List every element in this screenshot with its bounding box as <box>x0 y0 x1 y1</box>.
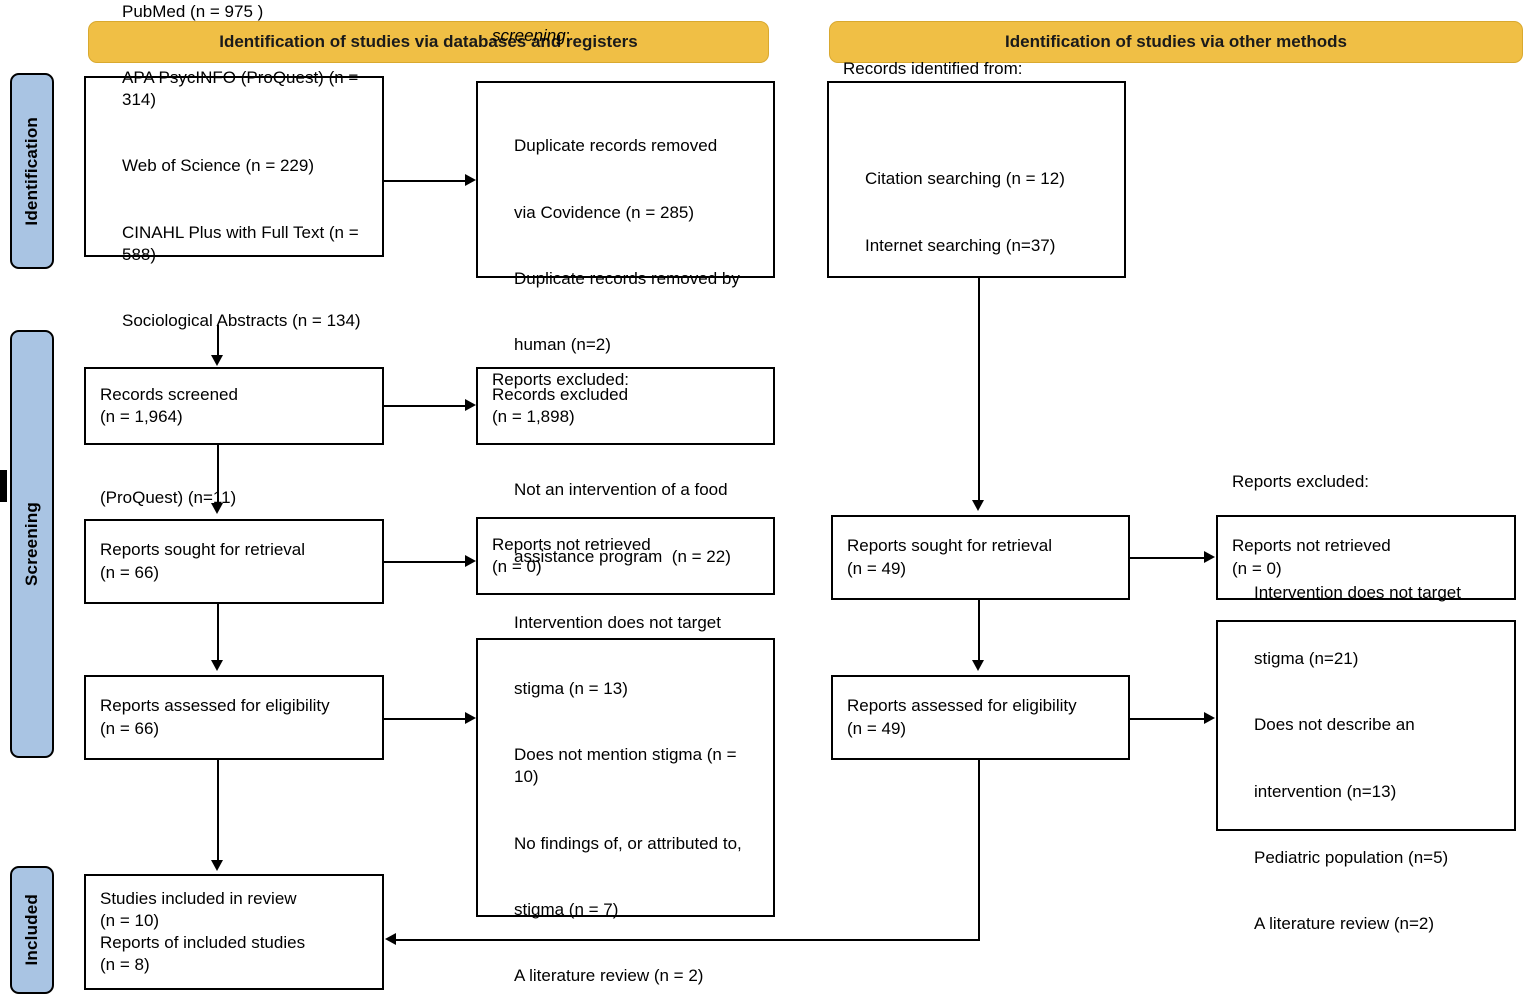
records-identified-source: Web of Science (n = 229) <box>122 156 314 176</box>
reports-excluded-right-item: stigma (n=21) <box>1254 649 1359 669</box>
connector-sought-to-assessed <box>217 604 219 660</box>
box-records-screened-text: Records screened (n = 1,964) <box>100 384 238 426</box>
arrowhead-assessed-to-excluded-left <box>465 712 476 724</box>
box-reports-excluded-right: Reports excluded: Intervention does not … <box>1216 472 1516 933</box>
edge-marker-tick <box>0 470 7 502</box>
reports-excluded-left-item: assistance program (n = 22) <box>514 546 731 566</box>
reports-excluded-right-item: Pediatric population (n=5) <box>1254 848 1449 868</box>
box-records-identified-databases: Records identified from: Databases (n = … <box>84 2 384 507</box>
records-removed-item: Duplicate records removed by <box>514 268 740 288</box>
records-identified-other-line1: Records identified from: <box>843 58 1023 78</box>
reports-excluded-right-item: Intervention does not target <box>1254 582 1461 602</box>
connector-right-assessed-elbow-horizontal <box>396 939 980 941</box>
box-records-screened: Records screened (n = 1,964) <box>84 367 384 445</box>
box-reports-assessed-left: Reports assessed for eligibility (n = 66… <box>84 675 384 760</box>
reports-excluded-left-item: No findings of, or attributed to, <box>514 833 742 853</box>
box-reports-not-retrieved-left-text: Reports not retrieved (n = 0) <box>492 534 651 576</box>
box-records-removed-before-screening: Records removed before screening: Duplic… <box>476 26 775 354</box>
box-reports-not-retrieved-left: Reports not retrieved (n = 0) <box>476 517 775 595</box>
connector-identified-to-removed <box>384 180 465 182</box>
reports-excluded-left-item: Not an intervention of a food <box>514 480 728 500</box>
arrowhead-screened-to-sought <box>211 503 223 514</box>
records-identified-source: (ProQuest) (n=11) <box>100 487 237 507</box>
connector-screened-to-sought <box>217 445 219 503</box>
banner-databases-registers-label: Identification of studies via databases … <box>219 32 638 51</box>
box-reports-sought-left-text: Reports sought for retrieval (n = 66) <box>100 540 306 582</box>
box-reports-sought-right-text: Reports sought for retrieval (n = 49) <box>847 536 1053 578</box>
records-removed-item: Duplicate records removed <box>514 136 718 156</box>
box-records-excluded: Records excluded (n = 1,898) <box>476 367 775 445</box>
connector-sought-to-not-retrieved <box>384 561 465 563</box>
reports-excluded-right-item: Does not describe an <box>1254 715 1415 735</box>
box-reports-excluded-left: Reports excluded: Not an intervention of… <box>476 370 775 985</box>
arrowhead-sought-to-not-retrieved-right <box>1204 551 1215 563</box>
reports-excluded-left-heading: Reports excluded: <box>492 369 630 389</box>
arrowhead-assessed-to-included <box>211 860 223 871</box>
connector-identified-to-screened <box>217 325 219 355</box>
box-records-excluded-text: Records excluded (n = 1,898) <box>492 384 629 426</box>
connector-screened-to-excluded <box>384 405 465 407</box>
reports-excluded-right-heading: Reports excluded: <box>1232 472 1370 492</box>
banner-other-methods: Identification of studies via other meth… <box>829 21 1523 63</box>
phase-bar-included: Included <box>10 866 54 994</box>
box-reports-excluded-left-text: Reports excluded: Not an intervention of… <box>492 325 763 1006</box>
reports-excluded-right-item: A literature review (n=2) <box>1254 914 1434 934</box>
connector-assessed-to-excluded-right <box>1130 718 1204 720</box>
arrowhead-identified-to-removed <box>465 174 476 186</box>
box-records-identified-databases-text: Records identified from: Databases (n = … <box>100 0 372 553</box>
records-identified-source: APA PsycINFO (ProQuest) (n = 314) <box>122 68 364 110</box>
records-removed-heading-colon: : <box>565 25 571 45</box>
arrowhead-other-identified-to-sought <box>972 500 984 511</box>
reports-excluded-left-item: stigma (n = 7) <box>514 900 619 920</box>
records-identified-other-source: Internet searching (n=37) <box>865 235 1056 255</box>
box-reports-sought-left: Reports sought for retrieval (n = 66) <box>84 519 384 604</box>
box-reports-assessed-right: Reports assessed for eligibility (n = 49… <box>831 675 1130 760</box>
records-identified-source: CINAHL Plus with Full Text (n = 588) <box>122 222 364 264</box>
records-identified-other-source: Citation searching (n = 12) <box>865 169 1065 189</box>
reports-excluded-left-item: Does not mention stigma (n = 10) <box>514 745 742 787</box>
box-records-identified-other: Records identified from: Citation search… <box>827 59 1126 278</box>
banner-other-methods-label: Identification of studies via other meth… <box>1005 32 1347 51</box>
records-identified-source: Sociological Abstracts (n = 134) <box>122 311 361 331</box>
phase-label-included: Included <box>22 894 41 966</box>
connector-other-identified-to-sought <box>978 278 980 500</box>
connector-assessed-to-excluded-left <box>384 718 465 720</box>
box-studies-included: Studies included in review (n = 10) Repo… <box>84 874 384 990</box>
records-removed-item: via Covidence (n = 285) <box>514 202 695 222</box>
phase-label-screening: Screening <box>22 502 41 586</box>
arrowhead-identified-to-screened <box>211 355 223 366</box>
connector-right-assessed-elbow-vertical <box>978 760 980 940</box>
connector-assessed-to-included <box>217 760 219 860</box>
records-removed-heading-italic2: screening <box>492 25 566 45</box>
connector-sought-to-not-retrieved-right <box>1130 557 1204 559</box>
reports-excluded-left-item: stigma (n = 13) <box>514 679 628 699</box>
box-reports-sought-right: Reports sought for retrieval (n = 49) <box>831 515 1130 600</box>
connector-sought-to-assessed-right <box>978 600 980 660</box>
arrowhead-right-assessed-to-included <box>385 933 396 945</box>
box-reports-assessed-left-text: Reports assessed for eligibility (n = 66… <box>100 696 330 738</box>
box-reports-excluded-right-text: Reports excluded: Intervention does not … <box>1232 427 1461 1006</box>
phase-bar-identification: Identification <box>10 73 54 269</box>
reports-excluded-right-item: intervention (n=13) <box>1254 781 1397 801</box>
box-reports-assessed-right-text: Reports assessed for eligibility (n = 49… <box>847 696 1077 738</box>
arrowhead-sought-to-assessed-right <box>972 660 984 671</box>
phase-bar-screening: Screening <box>10 330 54 758</box>
phase-label-identification: Identification <box>22 116 41 226</box>
reports-excluded-left-item: A literature review (n = 2) <box>514 966 704 986</box>
banner-databases-registers: Identification of studies via databases … <box>88 21 769 63</box>
box-reports-not-retrieved-right: Reports not retrieved (n = 0) <box>1216 515 1516 600</box>
records-removed-item: human (n=2) <box>514 335 611 355</box>
reports-excluded-left-item: Intervention does not target <box>514 612 721 632</box>
box-studies-included-text: Studies included in review (n = 10) Repo… <box>100 888 306 975</box>
arrowhead-sought-to-not-retrieved <box>465 555 476 567</box>
box-records-removed-text: Records removed before screening: Duplic… <box>492 0 740 445</box>
arrowhead-assessed-to-excluded-right <box>1204 712 1215 724</box>
box-reports-not-retrieved-right-text: Reports not retrieved (n = 0) <box>1232 536 1391 578</box>
arrowhead-sought-to-assessed <box>211 660 223 671</box>
box-records-identified-other-text: Records identified from: Citation search… <box>843 14 1065 345</box>
arrowhead-screened-to-excluded <box>465 399 476 411</box>
records-identified-source: PubMed (n = 975 ) <box>122 1 264 21</box>
